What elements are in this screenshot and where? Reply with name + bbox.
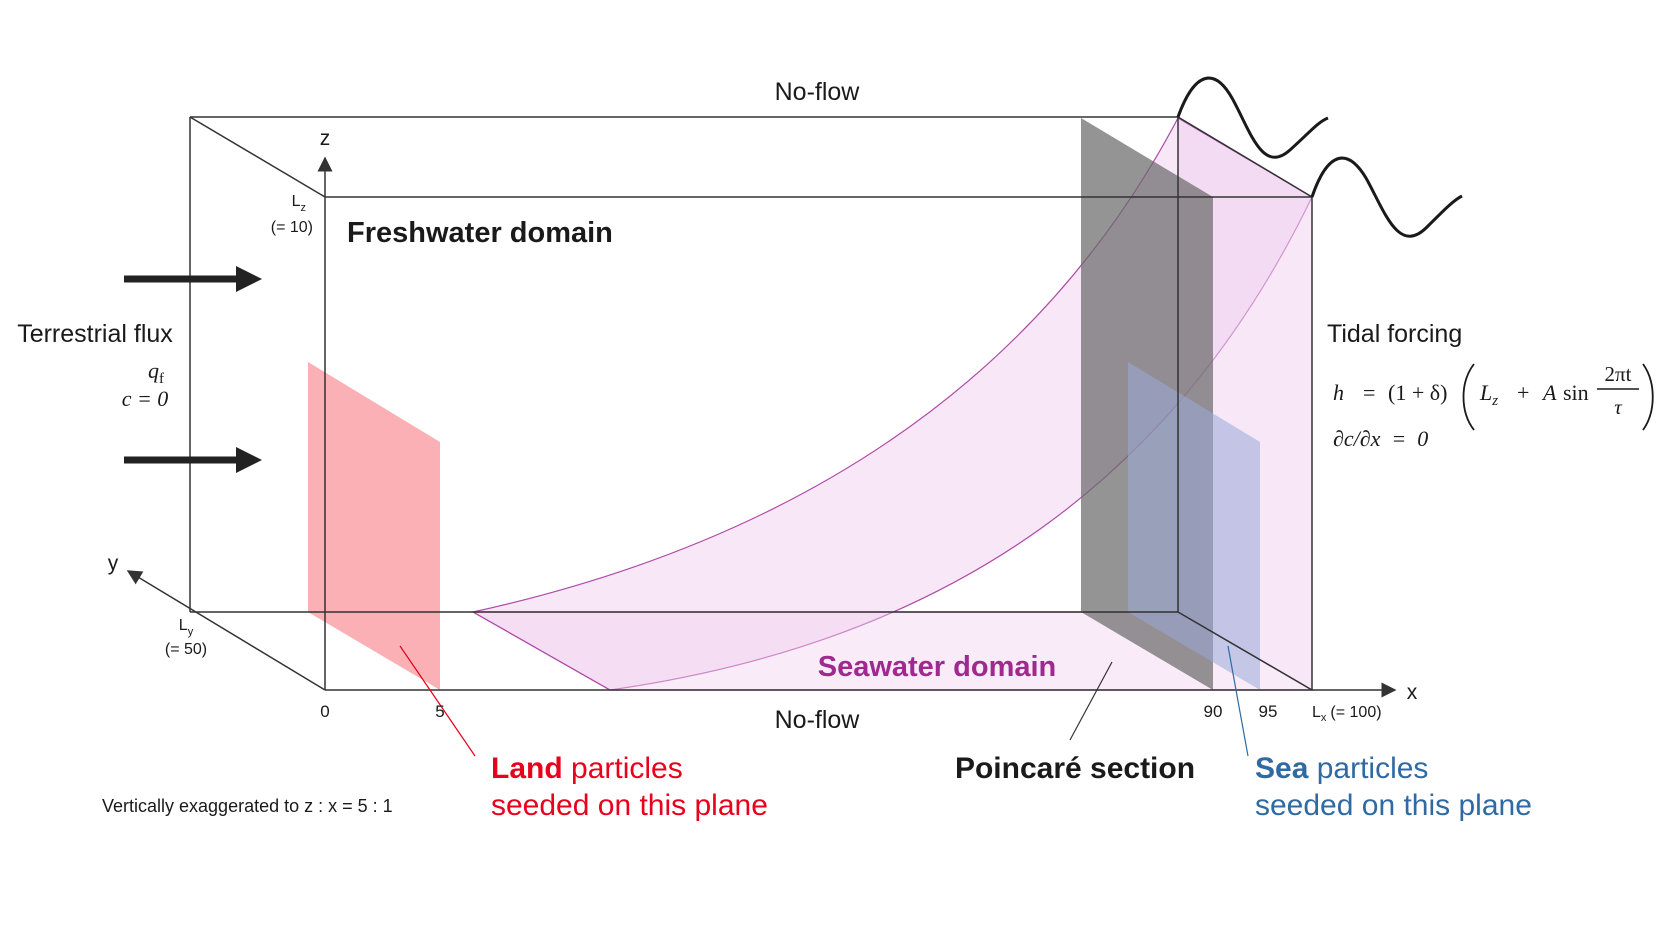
- svg-text:sin: sin: [1563, 380, 1589, 405]
- poincare-leader-line: [1069, 661, 1113, 741]
- tidal-forcing-label: Tidal forcing: [1327, 320, 1462, 348]
- flux-c-equation: c = 0: [122, 386, 169, 411]
- flux-q-equation: qf: [148, 358, 164, 387]
- svg-text:=: =: [1363, 380, 1375, 405]
- tick-label: 0: [320, 702, 329, 721]
- land-leader-line: [399, 645, 476, 757]
- svg-text:Lz: Lz: [1479, 380, 1498, 409]
- freshwater-label: Freshwater domain: [347, 217, 613, 249]
- axes: [126, 156, 1397, 698]
- tidal-wave-front: [1310, 156, 1463, 238]
- x-axis-label: x: [1407, 681, 1418, 704]
- tick-label: 5: [435, 702, 444, 721]
- tick-label: 95: [1259, 702, 1278, 721]
- flux-arrows: [124, 266, 262, 473]
- sea-leader-line: [1227, 645, 1249, 757]
- tick-label: 90: [1204, 702, 1223, 721]
- top-boundary-label: No-flow: [775, 78, 861, 106]
- tidal-equation: h = (1 + δ) Lz + A sin 2πt τ: [1333, 362, 1654, 431]
- seawater-label: Seawater domain: [818, 651, 1057, 683]
- arrow-icon: [236, 266, 262, 292]
- poincare-label: Poincaré section: [955, 752, 1195, 785]
- land-particles-note-line2: seeded on this plane: [491, 789, 768, 822]
- land-seed-plane: [308, 362, 440, 690]
- sea-seed-plane: [1128, 362, 1260, 690]
- svg-text:(1 + δ): (1 + δ): [1388, 380, 1447, 405]
- lz-label: Lz: [292, 193, 306, 214]
- sea-particles-note-line2: seeded on this plane: [1255, 789, 1532, 822]
- land-particles-note: Land particles: [491, 752, 683, 785]
- ly-label: Ly: [179, 617, 194, 638]
- bottom-boundary-label: No-flow: [775, 706, 861, 734]
- svg-text:2πt: 2πt: [1605, 362, 1632, 386]
- svg-text:h: h: [1333, 380, 1344, 405]
- ly-value: (= 50): [165, 641, 207, 658]
- svg-text:τ: τ: [1614, 395, 1623, 419]
- svg-text:+: +: [1517, 380, 1529, 405]
- terrestrial-flux-label: Terrestrial flux: [17, 320, 173, 348]
- lx-label: Lx(= 100): [1312, 704, 1382, 724]
- y-axis-label: y: [108, 552, 119, 575]
- exaggeration-note: Vertically exaggerated to z : x = 5 : 1: [102, 796, 393, 816]
- svg-text:A: A: [1541, 380, 1557, 405]
- domain-box: [189, 116, 1313, 691]
- tidal-bc-equation: ∂c/∂x = 0: [1333, 426, 1428, 451]
- y-axis: [126, 570, 326, 691]
- z-axis-label: z: [320, 127, 331, 150]
- sea-particles-note: Sea particles: [1255, 752, 1428, 785]
- lz-value: (= 10): [271, 219, 313, 236]
- arrow-icon: [236, 447, 262, 473]
- tidal-wave-back: [1176, 76, 1329, 159]
